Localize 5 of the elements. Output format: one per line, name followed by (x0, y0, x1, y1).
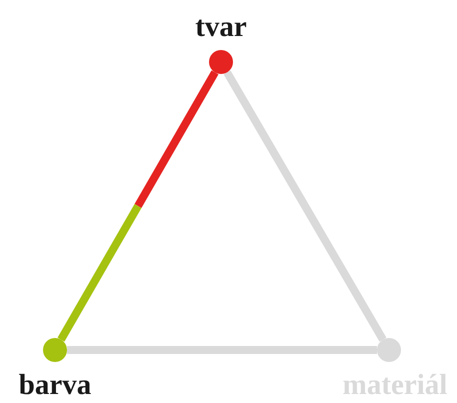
connector-line (58, 70, 218, 342)
node-label: tvar (195, 10, 247, 44)
node-label: barva (18, 368, 92, 402)
connector-line (224, 70, 386, 342)
connector-line (67, 346, 377, 354)
